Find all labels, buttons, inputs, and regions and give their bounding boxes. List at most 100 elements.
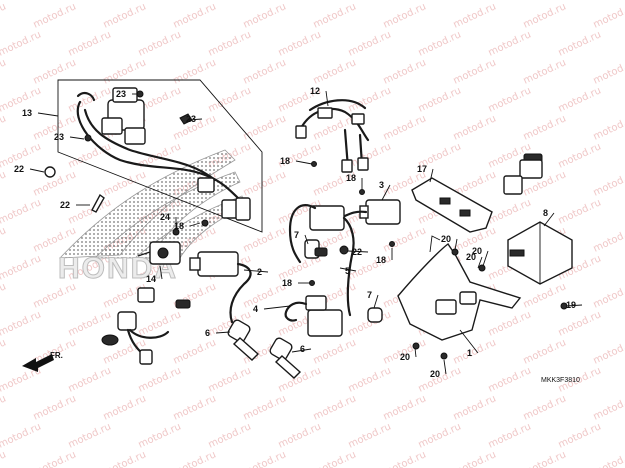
part-number-label: 20 [441,234,451,244]
watermark-text: motod.ru [557,309,603,338]
part-number-label: 23 [186,114,196,124]
watermark-text: motod.ru [32,281,78,310]
watermark-text: motod.ru [242,57,288,86]
watermark-text: motod.ru [242,281,288,310]
watermark-text: motod.ru [102,57,148,86]
watermark-text: motod.ru [0,197,43,226]
watermark-text: motod.ru [592,281,625,310]
callout-leader [482,250,489,267]
fasteners [44,90,568,360]
bracket-17 [411,177,493,233]
callout-leader [243,269,269,273]
watermark-text: motod.ru [137,29,183,58]
part-number-label: 18 [376,255,386,265]
front-direction-arrow: FR. [22,351,63,372]
watermark-text: motod.ru [417,85,463,114]
watermark-text: motod.ru [242,449,288,468]
watermark-text: motod.ru [0,393,8,422]
sub-harness-13 [76,87,251,221]
watermark-text: motod.ru [32,393,78,422]
watermark-text: motod.ru [557,29,603,58]
watermark-text: motod.ru [67,29,113,58]
callout-leader [325,90,329,107]
watermark-text: motod.ru [452,57,498,86]
part-number-label: 22 [60,200,70,210]
watermark-text: motod.ru [0,225,8,254]
watermark-text: motod.ru [312,57,358,86]
part-callouts: 1234566778121314171818181818192020202020… [14,86,583,379]
watermark-text: motod.ru [382,393,428,422]
watermark-text: motod.ru [242,113,288,142]
part-number-label: 12 [310,86,320,96]
watermark-text: motod.ru [557,197,603,226]
watermark-text: motod.ru [347,85,393,114]
ignition-coil-3 [336,199,401,225]
watermark-text: motod.ru [0,421,43,450]
part-number-label: 22 [14,164,24,174]
watermark-text: motod.ru [242,1,288,30]
part-number-label: 20 [466,252,476,262]
callout-leader [215,331,231,334]
part-number-label: 18 [346,173,356,183]
callout-leader [339,267,357,272]
ignition-coil-2 [189,251,252,324]
watermark-text: motod.ru [242,393,288,422]
part-number-label: 2 [257,267,262,277]
watermark-text: motod.ru [207,421,253,450]
callout-leader [565,304,583,307]
watermark-text: motod.ru [557,421,603,450]
watermark-text: motod.ru [137,421,183,450]
main-harness-12 [295,99,370,173]
ignition-coil-4 [284,295,343,337]
plug-cap-6-right [269,337,302,379]
watermark-text: motod.ru [102,449,148,468]
watermark-text: motod.ru [592,393,625,422]
plug-cap-7-lower [367,307,383,323]
relay-cluster [503,153,543,195]
part-number-label: 18 [280,156,290,166]
part-number-label: 20 [430,369,440,379]
watermark-text: motod.ru [0,1,8,30]
watermark-text: motod.ru [312,449,358,468]
part-number-label: 22 [352,247,362,257]
watermark-text: motod.ru [32,1,78,30]
callout-leader [187,118,203,121]
watermark-text: motod.ru [172,393,218,422]
watermark-text: motod.ru [592,337,625,366]
part-number-label: 18 [174,221,184,231]
part-number-label: 6 [300,344,305,354]
watermark-text: motod.ru [382,113,428,142]
watermark-text: motod.ru [0,449,8,468]
watermark-text: motod.ru [592,169,625,198]
callout-leader [37,112,59,117]
part-number-label: 7 [294,230,299,240]
part-number-label: 19 [566,300,576,310]
callout-leader [477,256,483,269]
group-13-outline [57,79,263,233]
part-number-label: 14 [146,274,156,284]
honda-wing-logo: HONDA [58,149,247,286]
watermark-text: motod.ru [137,365,183,394]
watermark-text: motod.ru [347,29,393,58]
part-number-label: 13 [22,108,32,118]
callout-leader [347,250,369,253]
watermark-text: motod.ru [417,421,463,450]
watermark-text: motod.ru [522,393,568,422]
watermark-text: motod.ru [487,365,533,394]
watermark-text: motod.ru [347,421,393,450]
watermark-text: motod.ru [32,57,78,86]
watermark-text: motod.ru [452,1,498,30]
watermark-text: motod.ru [557,141,603,170]
part-number-label: 8 [543,208,548,218]
callout-leader [454,238,458,251]
watermark-text: motod.ru [67,85,113,114]
watermark-text: motod.ru [207,85,253,114]
callout-leader [189,222,201,227]
callout-leader [443,359,447,375]
frame-bracket-1 [397,235,522,341]
diagram-code: MKK3F3810 [541,377,580,384]
plug-cap-6-left [227,319,260,361]
watermark-text: motod.ru [487,421,533,450]
part-number-label: 1 [467,348,472,358]
